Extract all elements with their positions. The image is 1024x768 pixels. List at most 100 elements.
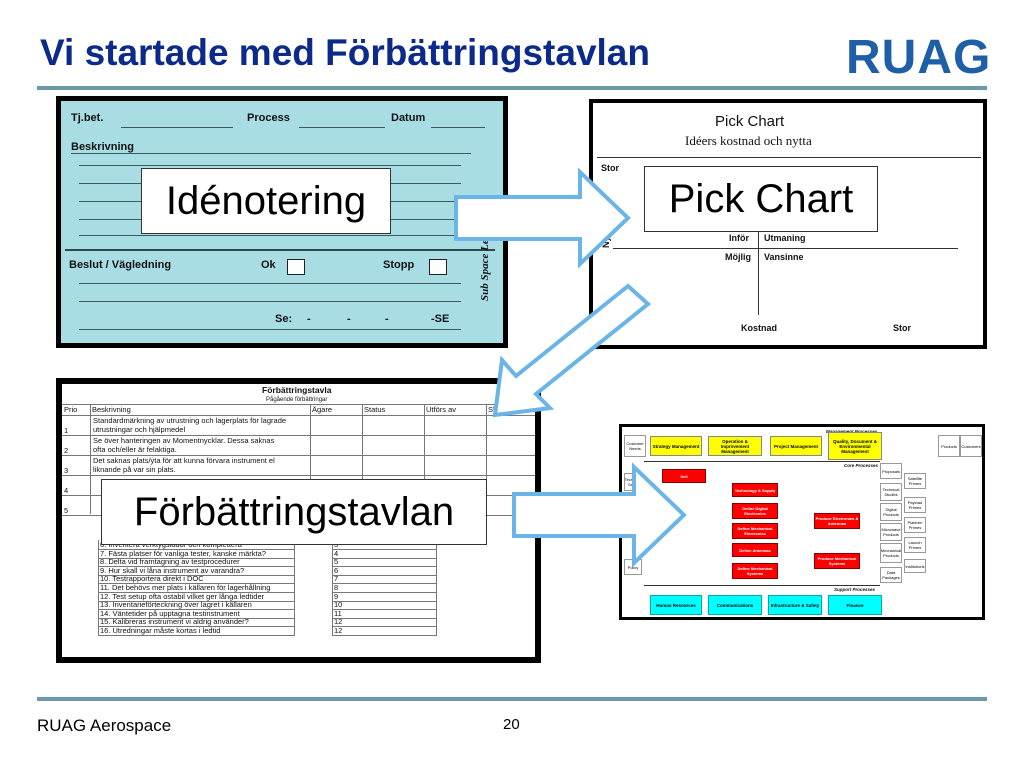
support-box: Finance <box>828 595 882 615</box>
description-cell: 11. Det behövs mer plats i källaren för … <box>100 583 271 592</box>
description-cell: utrustningar och hjälpmedel <box>93 425 186 434</box>
arrow-right-top <box>454 167 631 269</box>
footer-company: RUAG Aerospace <box>37 716 172 735</box>
stopp-checkbox <box>429 259 447 275</box>
se-dash: - <box>385 313 389 325</box>
pick-chart-subtitle: Idéers kostnad och nytta <box>685 133 812 148</box>
se-dash: - <box>307 313 311 325</box>
far-right-box: Satellite Primes <box>904 473 926 489</box>
description-cell: Se över hanteringen av Momentnycklar. De… <box>93 436 275 445</box>
se-label: Se: <box>275 313 293 325</box>
col-header: Prio <box>64 405 78 414</box>
col-header: Ägare <box>312 405 333 414</box>
description-cell: liknande på var sin plats. <box>93 465 176 474</box>
idea-card-image: Tj.bet. Process Datum Beskrivning Beslut… <box>56 96 508 348</box>
number-cell: 10 <box>334 600 343 610</box>
number-cell: 11 <box>334 608 342 618</box>
beslut-label: Beslut / Vägledning <box>69 259 172 271</box>
ruag-logo: RUAG <box>846 31 992 84</box>
description-cell: 12. Test setup ofta ostabil vilket ger l… <box>100 591 265 601</box>
se-end-label: -SE <box>431 313 450 325</box>
board-callout: Förbättringstavlan <box>101 479 487 545</box>
right-box: Mechanical Products <box>880 543 902 563</box>
description-cell: 10. Testrapportera direkt i DOC <box>100 574 204 584</box>
far-right-box: Institutions <box>904 559 926 573</box>
description-cell: 13. Inventarieförteckning över lagret i … <box>100 600 252 610</box>
ok-label: Ok <box>261 259 276 271</box>
right-box: Microwave Products <box>880 523 902 541</box>
top-divider <box>37 86 987 90</box>
core-process-label: Core Processes <box>844 463 879 468</box>
number-cell: 6 <box>334 565 339 575</box>
core-box: Technology & Supply <box>732 483 778 497</box>
number-cell: 9 <box>334 591 339 601</box>
core-box: Define Mechanical Electronics <box>732 523 778 539</box>
col-header: Utförs av <box>426 405 457 414</box>
arrow-right-bottom <box>512 462 687 568</box>
support-box: Communications <box>708 595 762 615</box>
process-label: Process <box>247 112 290 124</box>
description-cell: 14. Väntetider på upptagna testinstrumen… <box>100 608 240 618</box>
stor-bottom-label: Stor <box>893 323 911 333</box>
infor-label: Inför <box>729 233 749 243</box>
description-cell: 8. Delta vid framtagning av testprocedur… <box>100 557 240 567</box>
se-dash: - <box>347 313 351 325</box>
customer-needs-box: Customer Needs <box>624 435 646 457</box>
number-cell: 5 <box>334 557 339 567</box>
stopp-label: Stopp <box>383 259 415 271</box>
core-box: Sell <box>662 469 706 483</box>
far-right-box: Platform Primes <box>904 517 926 533</box>
core-box: Produce Mechanical Systems <box>814 553 860 569</box>
number-cell: 12 <box>334 617 343 627</box>
number-cell: 4 <box>334 548 339 558</box>
description-cell: ofta och/eller är felaktiga. <box>93 445 177 454</box>
ok-checkbox <box>287 259 305 275</box>
prio-cell: 2 <box>64 446 69 455</box>
board-title: Förbättringstavla <box>262 385 332 395</box>
mgmt-box: Operation & Improvement Management <box>708 436 762 456</box>
description-cell: 15. Kalibreras instrument vi aldrig anvä… <box>100 617 249 627</box>
core-box: Define Digital Electronics <box>732 503 778 519</box>
col-header: Slu <box>488 405 499 414</box>
number-cell: 8 <box>334 583 339 592</box>
pick-chart-title: Pick Chart <box>715 113 785 130</box>
col-header: Beskrivning <box>92 405 131 414</box>
support-process-label: Support Processes <box>834 587 876 592</box>
description-cell: Det saknas plats/yta för att kunna förva… <box>93 456 275 465</box>
description-cell: 7. Fästa platser för vanliga tester, kan… <box>100 548 266 558</box>
right-box: Data Packages <box>880 567 902 583</box>
right-box: Proposals <box>880 463 902 479</box>
core-box: Produce Electronics & Antennas <box>814 513 860 529</box>
description-cell: 16. Utredningar måste kortas i ledtid <box>100 626 221 635</box>
col-header: Status <box>364 405 386 414</box>
number-cell: 7 <box>334 574 339 584</box>
tj-label: Tj.bet. <box>71 112 104 124</box>
prio-cell: 1 <box>64 426 69 435</box>
far-right-box: Launch Primes <box>904 537 926 553</box>
kostnad-label: Kostnad <box>741 323 777 333</box>
number-cell: 12 <box>334 626 343 635</box>
bottom-divider <box>37 697 987 701</box>
description-cell: 9. Hur skall vi låna instrument av varan… <box>100 565 245 575</box>
customers-box: Customers <box>960 435 982 457</box>
description-cell: Standardmärkning av utrustning och lager… <box>93 416 287 425</box>
page-title: Vi startade med Förbättringstavlan <box>40 32 650 73</box>
right-box: Digital Products <box>880 503 902 521</box>
prio-cell: 4 <box>64 486 69 495</box>
right-box: Technical Studies <box>880 483 902 501</box>
beskrivning-label: Beskrivning <box>71 141 134 153</box>
prio-cell: 5 <box>64 506 69 515</box>
mojlig-label: Möjlig <box>725 252 751 262</box>
core-box: Define Antennas <box>732 543 778 557</box>
utmaning-label: Utmaning <box>764 233 806 243</box>
datum-label: Datum <box>391 112 426 124</box>
vansinne-label: Vansinne <box>764 252 804 262</box>
core-box: Define Mechanical Systems <box>732 563 778 579</box>
arrow-diagonal <box>492 283 652 418</box>
mgmt-box: Quality, Document & Environmental Manage… <box>828 432 882 460</box>
page-number: 20 <box>503 716 520 733</box>
pick-chart-callout: Pick Chart <box>644 166 878 232</box>
prio-cell: 3 <box>64 466 69 475</box>
far-right-box: Payload Primes <box>904 497 926 513</box>
